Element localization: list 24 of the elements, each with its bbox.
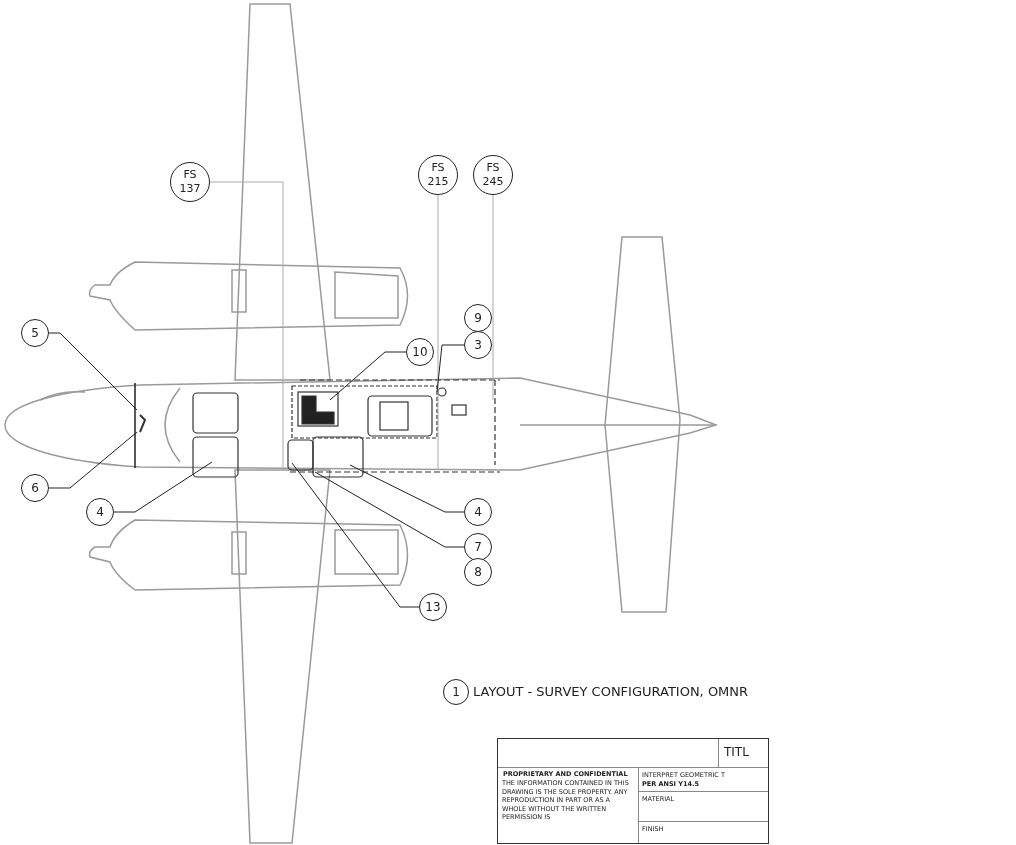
leader-line [48,332,138,411]
callout-number: 6 [21,474,49,502]
callout-number: 5 [21,319,49,347]
callout-number: 10 [406,338,434,366]
station-callout: FS 245 [473,155,513,195]
callout-number: 9 [464,304,492,332]
leader-line [314,471,465,548]
callout-number: 4 [464,498,492,526]
station-callout: FS 215 [418,155,458,195]
leader-line [436,344,465,393]
leader-line [113,461,213,513]
callout-number: 8 [464,558,492,586]
callout-number: 3 [464,331,492,359]
leader-line [48,431,138,489]
callout-number: 7 [464,533,492,561]
title-heading: TITL [724,745,749,759]
leader-line [291,462,420,608]
view-title: LAYOUT - SURVEY CONFIGURATION, OMNR [473,684,749,699]
station-callout: FS 137 [170,162,210,202]
callout-number: 1 [443,679,469,705]
leader-line [329,351,407,401]
callout-number: 4 [86,498,114,526]
callout-number: 13 [419,593,447,621]
leader-line [349,464,465,513]
